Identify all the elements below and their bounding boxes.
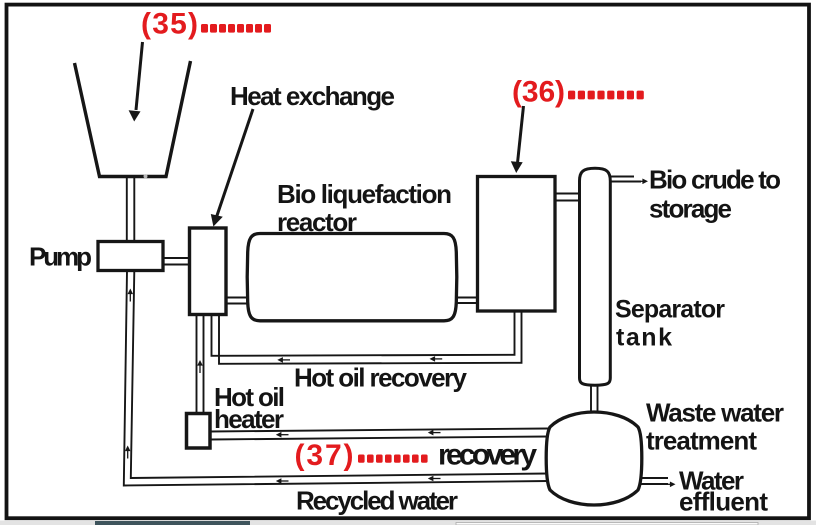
svg-text:effluent: effluent: [679, 487, 768, 517]
svg-text:(37): (37): [295, 439, 354, 472]
svg-text:Hot oil: Hot oil: [214, 382, 285, 412]
svg-text:tank: tank: [616, 324, 672, 352]
svg-text:Waste water: Waste water: [646, 398, 784, 428]
svg-text:Heat exchange: Heat exchange: [230, 81, 395, 111]
svg-text:(36): (36): [512, 76, 565, 109]
svg-text:reactor: reactor: [277, 207, 357, 237]
svg-text:Bio liquefaction: Bio liquefaction: [277, 179, 452, 209]
svg-text:(35): (35): [141, 8, 198, 41]
svg-text:recovery: recovery: [438, 439, 537, 472]
svg-text:treatment: treatment: [646, 426, 757, 456]
svg-text:heater: heater: [214, 404, 284, 434]
svg-text:Recycled water: Recycled water: [296, 486, 458, 516]
svg-text:Pump: Pump: [29, 242, 92, 272]
svg-text:Separator: Separator: [615, 296, 725, 324]
svg-text:Bio crude to: Bio crude to: [649, 165, 781, 195]
svg-text:storage: storage: [649, 194, 732, 224]
svg-text:Water: Water: [679, 466, 744, 496]
svg-text:Hot oil recovery: Hot oil recovery: [294, 363, 468, 393]
